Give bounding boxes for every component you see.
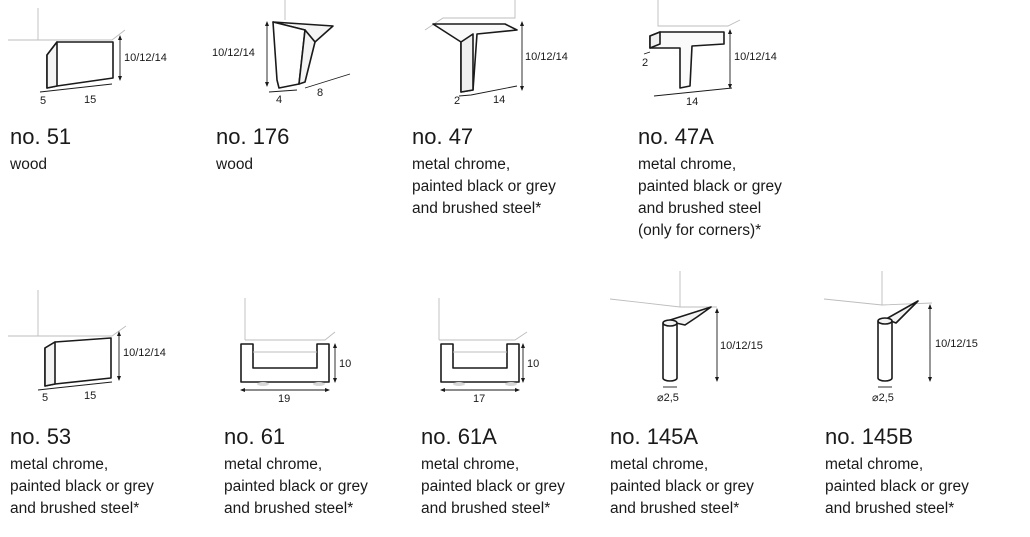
height-dim-no-61a: 10 — [527, 358, 539, 370]
width-dim-no-47a: 14 — [686, 96, 698, 108]
depth-dim-no-47a: 2 — [642, 57, 648, 69]
material-desc-no-145b: metal chrome, painted black or grey and … — [825, 454, 969, 520]
depth-dim-no-47: 2 — [454, 95, 460, 107]
material-line: and brushed steel* — [421, 500, 551, 517]
material-line: painted black or grey — [412, 178, 556, 195]
width-dim-no-176: 8 — [317, 87, 323, 99]
depth-dim-no-53: 5 — [42, 392, 48, 404]
width-dim-no-61a: 17 — [473, 393, 485, 405]
material-line: metal chrome, — [421, 456, 520, 473]
material-line: painted black or grey — [421, 478, 565, 495]
material-desc-no-61: metal chrome, painted black or grey and … — [224, 454, 368, 520]
model-name-no-145b: no. 145B — [825, 424, 914, 449]
material-line: (only for corners)* — [638, 222, 762, 239]
caption-no-47: no. 47 metal chrome, painted black or gr… — [412, 124, 556, 220]
depth-dim-no-51: 5 — [40, 95, 46, 107]
material-desc-no-47: metal chrome, painted black or grey and … — [412, 154, 556, 220]
material-line: and brushed steel* — [10, 500, 140, 517]
material-line: painted black or grey — [610, 478, 754, 495]
material-line: metal chrome, — [638, 156, 737, 173]
material-line: metal chrome, — [10, 456, 109, 473]
caption-no-176: no. 176 wood — [216, 124, 289, 176]
depth-dim-no-176: 4 — [276, 94, 282, 106]
material-line: and brushed steel — [638, 200, 762, 217]
material-line: wood — [216, 156, 254, 173]
material-desc-no-47a: metal chrome, painted black or grey and … — [638, 154, 782, 242]
caption-no-51: no. 51 wood — [10, 124, 71, 176]
height-dim-no-53: 10/12/14 — [123, 347, 166, 359]
leg-svg-no-176: 10/12/14 4 8 — [212, 0, 351, 106]
leg-drawing-no-47a: 10/12/14 2 14 — [630, 0, 830, 115]
height-dim-no-47a: 10/12/14 — [734, 51, 777, 63]
material-desc-no-51: wood — [10, 154, 71, 176]
caption-no-53: no. 53 metal chrome, painted black or gr… — [10, 424, 154, 520]
leg-drawing-no-176: 10/12/14 4 8 — [205, 0, 370, 115]
material-line: and brushed steel* — [412, 200, 542, 217]
leg-drawing-no-61a: 10 17 — [425, 290, 575, 405]
leg-svg-no-145b: 10/12/15 ⌀2,5 — [823, 271, 978, 404]
material-line: metal chrome, — [610, 456, 709, 473]
material-line: and brushed steel* — [610, 500, 740, 517]
width-dim-no-61: 19 — [278, 393, 290, 405]
model-name-no-61: no. 61 — [224, 424, 286, 449]
caption-no-145b: no. 145B metal chrome, painted black or … — [825, 424, 969, 520]
height-dim-no-47: 10/12/14 — [525, 51, 568, 63]
height-dim-no-145a: 10/12/15 — [720, 340, 763, 352]
caption-no-145a: no. 145A metal chrome, painted black or … — [610, 424, 754, 520]
height-dim-no-145b: 10/12/15 — [935, 338, 978, 350]
leg-svg-no-145a: 10/12/15 ⌀2,5 — [609, 271, 763, 404]
leg-svg-no-61a: 10 17 — [438, 298, 539, 405]
material-line: wood — [10, 156, 48, 173]
leg-svg-no-61: 10 19 — [240, 298, 351, 405]
leg-svg-no-47: 10/12/14 2 14 — [424, 0, 568, 107]
leg-drawing-no-145a: 10/12/15 ⌀2,5 — [605, 265, 805, 405]
width-dim-no-51: 15 — [84, 94, 96, 106]
model-name-no-47: no. 47 — [412, 124, 474, 149]
model-name-no-176: no. 176 — [216, 124, 290, 149]
material-line: metal chrome, — [412, 156, 511, 173]
width-dim-no-47: 14 — [493, 94, 505, 106]
material-line: metal chrome, — [224, 456, 323, 473]
diameter-dim-no-145a: ⌀2,5 — [657, 392, 679, 404]
material-line: and brushed steel* — [825, 500, 955, 517]
model-name-no-51: no. 51 — [10, 124, 72, 149]
model-name-no-145a: no. 145A — [610, 424, 699, 449]
material-line: painted black or grey — [638, 178, 782, 195]
diameter-dim-no-145b: ⌀2,5 — [872, 392, 894, 404]
leg-drawing-no-145b: 10/12/15 ⌀2,5 — [820, 265, 1020, 405]
leg-svg-no-47a: 10/12/14 2 14 — [642, 0, 777, 108]
caption-no-47a: no. 47A metal chrome, painted black or g… — [638, 124, 782, 242]
material-line: painted black or grey — [10, 478, 154, 495]
material-line: and brushed steel* — [224, 500, 354, 517]
leg-drawing-no-51: 10/12/14 5 15 — [0, 0, 180, 115]
leg-drawing-no-61: 10 19 — [225, 290, 375, 405]
width-dim-no-53: 15 — [84, 390, 96, 402]
leg-svg-no-51: 10/12/14 5 15 — [8, 8, 167, 107]
model-name-no-53: no. 53 — [10, 424, 72, 449]
material-line: metal chrome, — [825, 456, 924, 473]
material-desc-no-145a: metal chrome, painted black or grey and … — [610, 454, 754, 520]
leg-svg-no-53: 10/12/14 5 15 — [8, 290, 166, 404]
material-line: painted black or grey — [224, 478, 368, 495]
material-desc-no-53: metal chrome, painted black or grey and … — [10, 454, 154, 520]
caption-no-61a: no. 61A metal chrome, painted black or g… — [421, 424, 565, 520]
height-dim-no-61: 10 — [339, 358, 351, 370]
model-name-no-61a: no. 61A — [421, 424, 497, 449]
material-desc-no-176: wood — [216, 154, 289, 176]
height-dim-no-176: 10/12/14 — [212, 47, 255, 59]
height-dim-no-51: 10/12/14 — [124, 52, 167, 64]
model-name-no-47a: no. 47A — [638, 124, 714, 149]
material-desc-no-61a: metal chrome, painted black or grey and … — [421, 454, 565, 520]
caption-no-61: no. 61 metal chrome, painted black or gr… — [224, 424, 368, 520]
leg-drawing-no-47: 10/12/14 2 14 — [405, 0, 595, 115]
material-line: painted black or grey — [825, 478, 969, 495]
leg-drawing-no-53: 10/12/14 5 15 — [0, 290, 180, 405]
